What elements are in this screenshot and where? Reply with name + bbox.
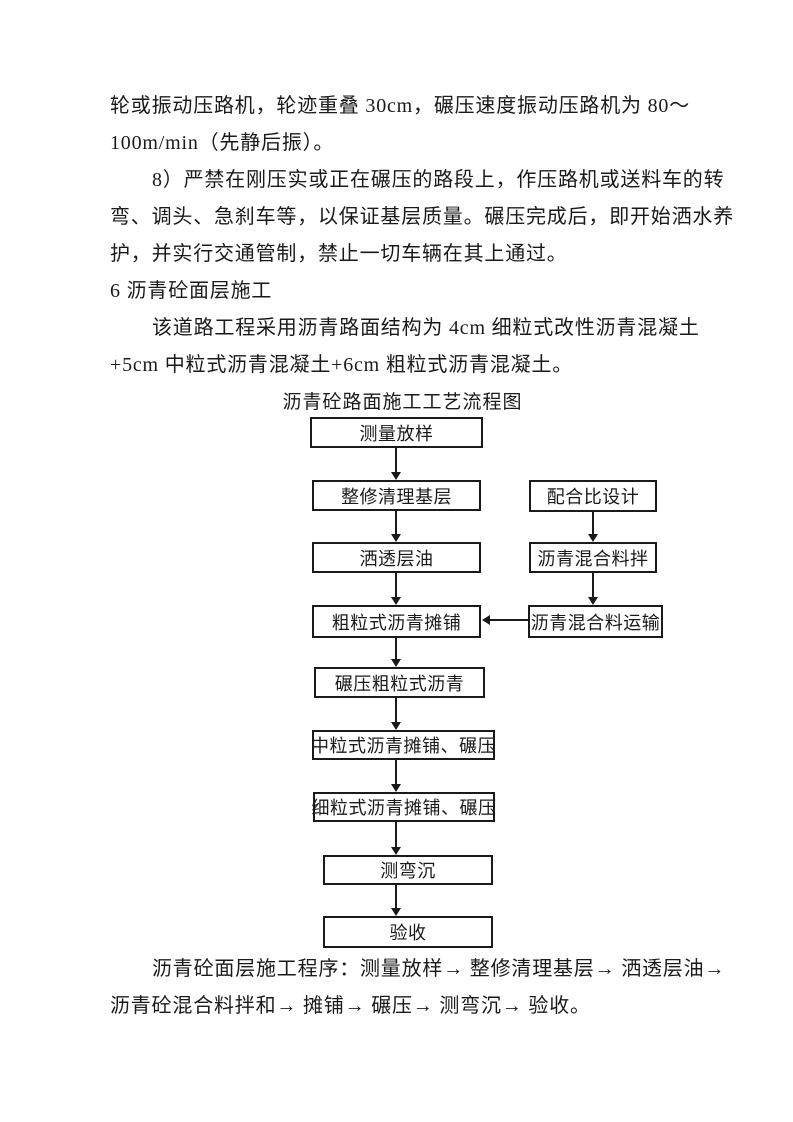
flowchart-title: 沥青砼路面施工工艺流程图 [282, 392, 523, 413]
section-heading: 6 沥青砼面层施工 [110, 280, 273, 302]
flow-side-step-2: 沥青混合料拌 [529, 542, 657, 573]
paragraph-line: +5cm 中粒式沥青混凝土+6cm 粗粒式沥青混凝土。 [110, 354, 574, 376]
flow-arrow-down-icon [588, 512, 598, 542]
paragraph-line: 沥青砼混合料拌和→ 摊铺→ 碾压→ 测弯沉→ 验收。 [110, 995, 591, 1017]
flow-side-step-1: 配合比设计 [529, 480, 657, 512]
flow-arrow-down-icon [391, 511, 401, 542]
flow-step-4: 粗粒式沥青摊铺 [312, 605, 481, 638]
flow-step-7: 细粒式沥青摊铺、碾压 [312, 792, 496, 822]
flow-step-6: 中粒式沥青摊铺、碾压 [311, 730, 496, 760]
flow-arrow-down-icon [391, 822, 401, 855]
flow-arrow-down-icon [391, 698, 401, 730]
flow-arrow-down-icon [391, 885, 401, 916]
paragraph-line: 8）严禁在刚压实或正在碾压的路段上，作压路机或送料车的转 [152, 169, 725, 191]
flow-step-5: 碾压粗粒式沥青 [314, 667, 485, 698]
flow-arrow-down-icon [391, 448, 401, 480]
paragraph-line: 护，并实行交通管制，禁止一切车辆在其上通过。 [110, 243, 568, 265]
flow-arrow-left-icon [482, 615, 528, 625]
flow-arrow-down-icon [391, 573, 401, 605]
flow-step-1: 测量放样 [310, 417, 483, 448]
flow-step-8: 测弯沉 [323, 855, 493, 885]
paragraph-line: 100m/min（先静后振）。 [110, 132, 335, 154]
paragraph-line: 弯、调头、急刹车等，以保证基层质量。碾压完成后，即开始洒水养 [110, 206, 734, 228]
flow-step-3: 洒透层油 [312, 542, 481, 573]
paragraph-line: 轮或振动压路机，轮迹重叠 30cm，碾压速度振动压路机为 80～ [110, 95, 691, 117]
paragraph-line: 该道路工程采用沥青路面结构为 4cm 细粒式改性沥青混凝土 [152, 317, 700, 339]
paragraph-line: 沥青砼面层施工程序：测量放样→ 整修清理基层→ 洒透层油→ [152, 958, 726, 980]
flow-step-9: 验收 [323, 916, 493, 948]
flow-arrow-down-icon [588, 573, 598, 605]
flow-step-2: 整修清理基层 [312, 480, 481, 511]
flow-side-step-3: 沥青混合料运输 [528, 605, 663, 638]
flow-arrow-down-icon [391, 638, 401, 667]
flow-arrow-down-icon [391, 760, 401, 792]
